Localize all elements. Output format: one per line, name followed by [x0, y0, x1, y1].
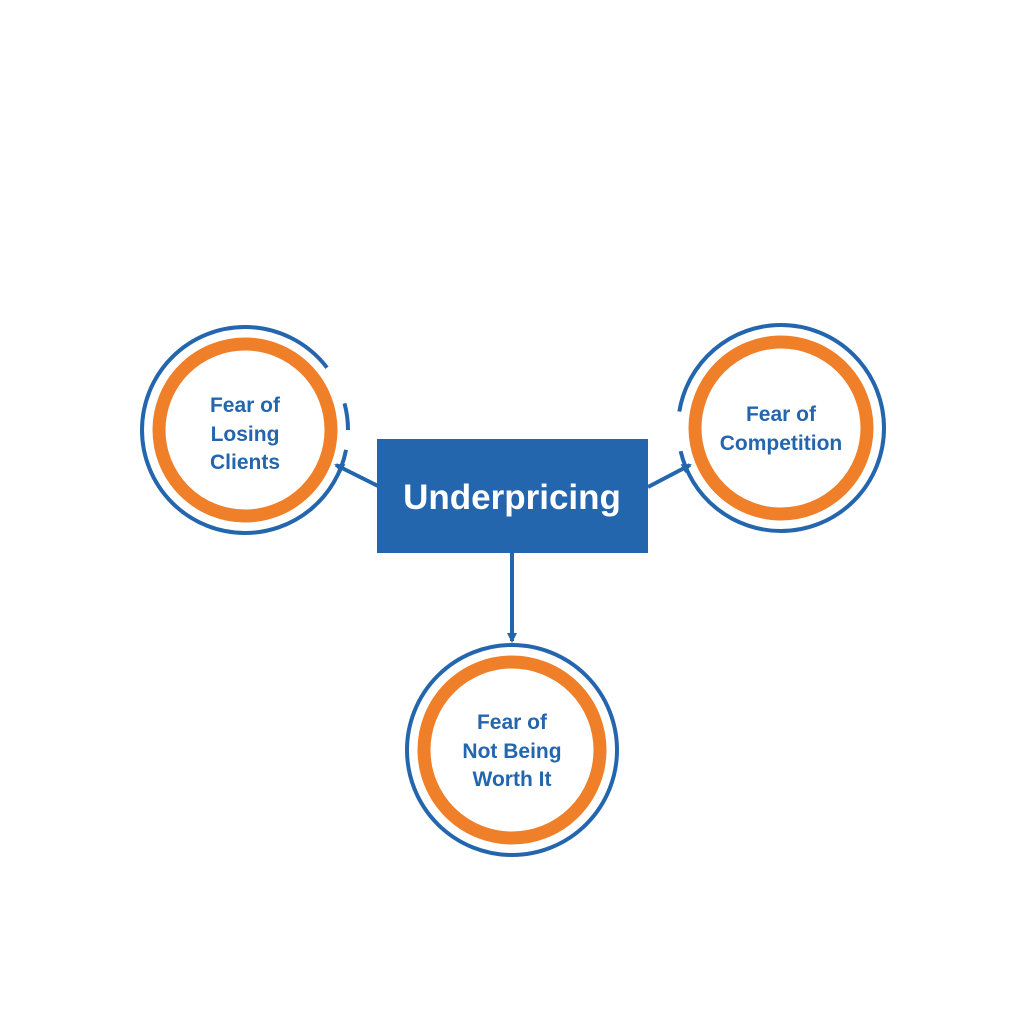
node-label-line: Competition: [720, 432, 842, 455]
arrow-to-losing-clients: [334, 463, 379, 488]
node-fear-of-losing-clients: Fear of Losing Clients: [140, 325, 350, 535]
center-box: [377, 439, 648, 553]
outer-ring: [405, 643, 619, 857]
center-label: Underpricing: [403, 478, 621, 517]
node-label-line: Fear of: [746, 403, 817, 426]
node-label-line: Worth It: [473, 768, 552, 791]
arrow-to-competition: [647, 463, 692, 489]
node-fear-of-not-being-worth-it: Fear of Not Being Worth It: [405, 643, 619, 857]
inner-ring: [688, 335, 874, 521]
node-fear-of-competition: Fear of Competition: [676, 323, 886, 533]
node-label-line: Not Being: [462, 740, 561, 763]
outer-ring: [140, 325, 350, 535]
node-label-line: Fear of: [477, 711, 548, 734]
inner-ring: [152, 337, 338, 523]
node-label-line: Clients: [210, 451, 280, 474]
node-label-line: Losing: [211, 423, 280, 446]
inner-ring: [417, 655, 607, 845]
node-label-line: Fear of: [210, 394, 281, 417]
center-node-underpricing: Underpricing: [377, 439, 648, 553]
outer-ring: [676, 323, 886, 533]
